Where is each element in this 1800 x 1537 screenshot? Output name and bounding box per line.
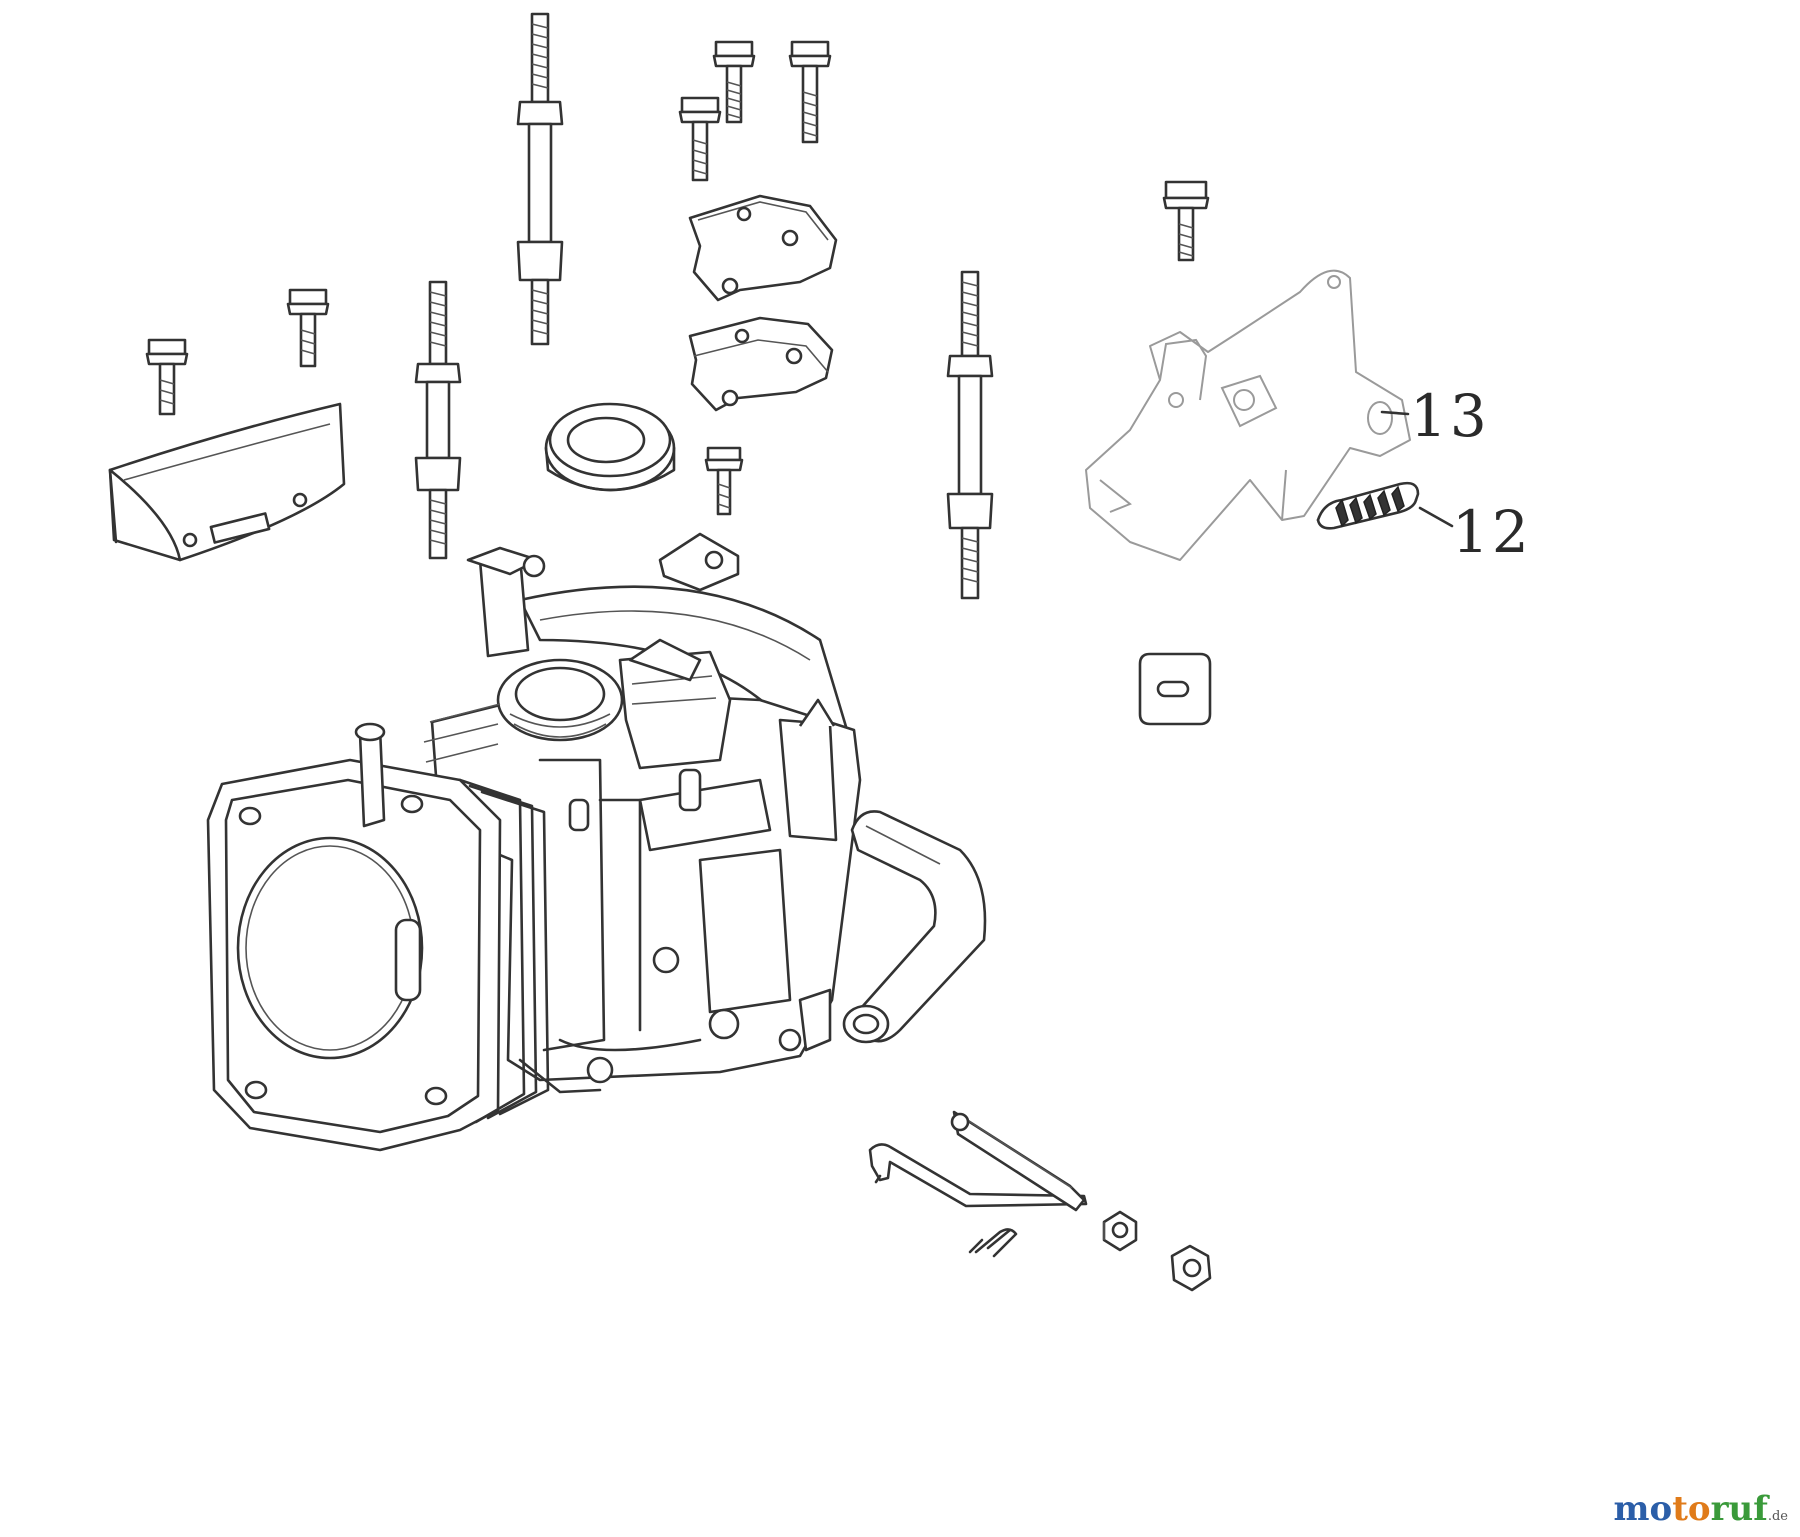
breather-hose (842, 810, 987, 1044)
bolt-upper-right (1162, 180, 1210, 262)
small-tab-plate (658, 532, 740, 592)
leader-line-13 (1380, 410, 1410, 416)
watermark-logo: motoruf.de (1614, 1489, 1788, 1529)
leader-line-12 (1418, 506, 1454, 528)
bolt-top-1 (712, 40, 756, 124)
stud-tall-center (516, 12, 564, 346)
bolt-top-2 (788, 40, 832, 144)
heat-shield-plate (108, 402, 346, 562)
hex-nut-small (1102, 1210, 1138, 1252)
watermark-part-2: to (1672, 1489, 1711, 1529)
bolt-top-3 (678, 96, 722, 182)
square-gasket (1138, 652, 1212, 726)
watermark-tld: .de (1767, 1509, 1788, 1524)
oil-seal-ring (544, 402, 676, 492)
cotter-pin (968, 1228, 1018, 1258)
watermark-part-1: mo (1613, 1489, 1673, 1529)
cylinder-block (206, 546, 862, 1152)
watermark-part-3: ruf (1710, 1489, 1768, 1529)
governor-arm-assembly (1085, 269, 1411, 561)
callout-label-12: 12 (1452, 498, 1532, 566)
governor-spring (1316, 481, 1420, 530)
bolt-center-small (704, 446, 744, 516)
stud-right (946, 270, 994, 600)
stud-mid-left (414, 280, 462, 560)
bolt-left-2 (286, 288, 330, 368)
governor-shaft (868, 1110, 1088, 1212)
gasket-lower (688, 316, 834, 412)
gasket-upper (688, 194, 838, 302)
hex-nut-large (1170, 1244, 1212, 1292)
bolt-left-1 (145, 338, 189, 416)
callout-label-13: 13 (1410, 382, 1490, 450)
